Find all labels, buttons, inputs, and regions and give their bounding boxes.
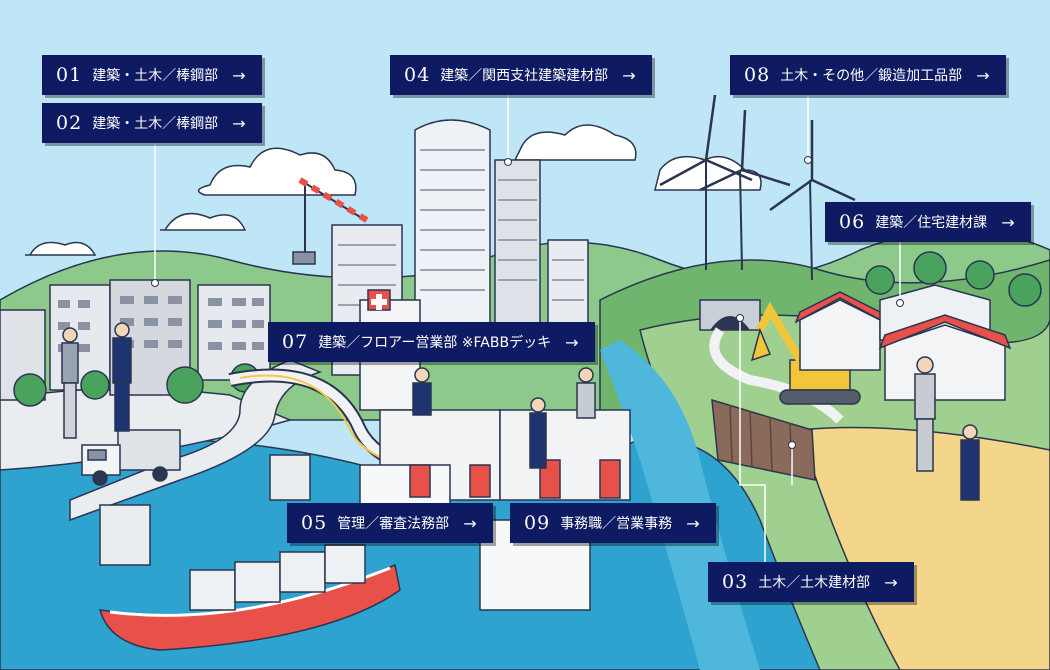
arrow-right-icon: →	[232, 113, 246, 133]
dept-number: 01	[56, 64, 83, 86]
dept-name: 土木／土木建材部	[758, 575, 871, 591]
dept-number: 06	[839, 211, 866, 233]
arrow-right-icon: →	[463, 513, 477, 533]
dept-name: 事務職／営業事務	[560, 516, 673, 532]
dept-number: 03	[722, 571, 749, 593]
dept-label-03[interactable]: 03 土木／土木建材部 →	[708, 562, 914, 602]
dept-number: 05	[301, 512, 328, 534]
dept-name: 建築・土木／棒鋼部	[92, 68, 219, 84]
dept-number: 08	[744, 64, 771, 86]
dept-label-04[interactable]: 04 建築／関西支社建築建材部 →	[390, 55, 652, 95]
dept-name: 土木・その他／鍛造加工品部	[780, 68, 963, 84]
arrow-right-icon: →	[622, 65, 636, 85]
arrow-right-icon: →	[884, 572, 898, 592]
arrow-right-icon: →	[232, 65, 246, 85]
dept-name: 建築／住宅建材課	[875, 215, 988, 231]
dept-label-05[interactable]: 05 管理／審査法務部 →	[287, 503, 493, 543]
dept-label-08[interactable]: 08 土木・その他／鍛造加工品部 →	[730, 55, 1006, 95]
dept-name: 管理／審査法務部	[337, 516, 450, 532]
dept-label-01[interactable]: 01 建築・土木／棒鋼部 →	[42, 55, 262, 95]
dept-label-09[interactable]: 09 事務職／営業事務 →	[510, 503, 716, 543]
arrow-right-icon: →	[976, 65, 990, 85]
dept-number: 02	[56, 112, 83, 134]
dept-label-07[interactable]: 07 建築／フロアー営業部 ※FABBデッキ →	[268, 322, 595, 362]
dept-number: 04	[404, 64, 431, 86]
dept-name: 建築／フロアー営業部 ※FABBデッキ	[318, 335, 552, 351]
arrow-right-icon: →	[1001, 212, 1015, 232]
dept-name: 建築／関西支社建築建材部	[440, 68, 609, 84]
arrow-right-icon: →	[686, 513, 700, 533]
dept-number: 09	[524, 512, 551, 534]
dept-label-06[interactable]: 06 建築／住宅建材課 →	[825, 202, 1031, 242]
dept-number: 07	[282, 331, 309, 353]
dept-name: 建築・土木／棒鋼部	[92, 116, 219, 132]
arrow-right-icon: →	[565, 332, 579, 352]
dept-label-02[interactable]: 02 建築・土木／棒鋼部 →	[42, 103, 262, 143]
